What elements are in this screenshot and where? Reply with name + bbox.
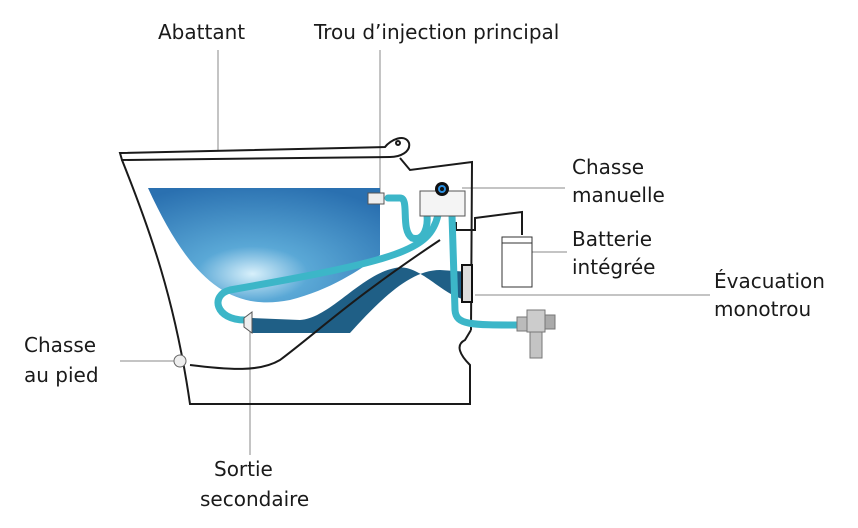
label-chasse-manuelle-1: Chasse bbox=[572, 155, 645, 179]
toilet-outline bbox=[118, 137, 523, 405]
foot-flush-button bbox=[173, 354, 187, 368]
main-injector bbox=[367, 192, 385, 205]
battery-icon bbox=[501, 236, 533, 288]
label-batterie-2: intégrée bbox=[572, 255, 656, 279]
outlet-seal bbox=[461, 264, 473, 303]
label-chasse-manuelle-2: manuelle bbox=[572, 183, 665, 207]
label-chasse-pied-2: au pied bbox=[24, 363, 99, 387]
hoses bbox=[214, 194, 524, 329]
label-evacuation-2: monotrou bbox=[714, 297, 812, 321]
label-sortie-2: secondaire bbox=[200, 487, 310, 511]
secondary-outlet bbox=[243, 311, 253, 334]
label-batterie-1: Batterie bbox=[572, 227, 653, 251]
label-abattant: Abattant bbox=[158, 20, 246, 44]
label-evacuation-1: Évacuation bbox=[714, 269, 825, 293]
angle-valve-icon bbox=[516, 309, 556, 359]
siphon-water bbox=[252, 267, 470, 333]
label-chasse-pied-1: Chasse bbox=[24, 333, 97, 357]
label-trou-injection: Trou d’injection principal bbox=[314, 20, 560, 44]
label-sortie-1: Sortie bbox=[214, 457, 273, 481]
leader-lines bbox=[120, 50, 710, 455]
